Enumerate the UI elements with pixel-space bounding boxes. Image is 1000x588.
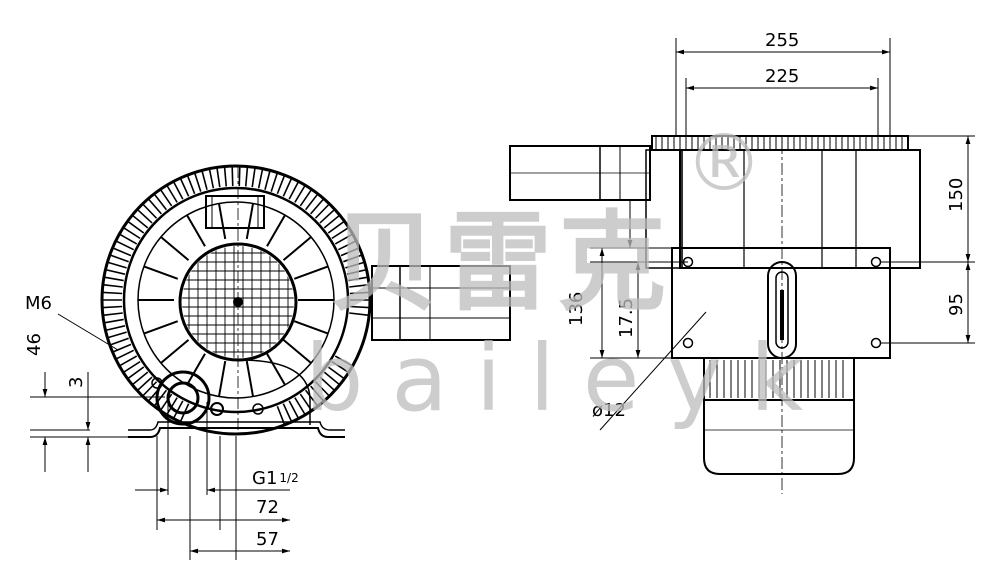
m6-label: M6 [25,293,52,314]
watermark-cn: 贝雷克 [330,201,672,326]
watermark-en: baileyk [305,325,831,432]
height-150-label: 150 [946,178,967,212]
watermark-reg: ® [685,119,763,209]
cooling-fins [103,167,369,425]
height-17-5-label: 17.5 [616,298,637,338]
height-46-label: 46 [24,333,45,356]
width-255-label: 255 [765,30,799,51]
height-136-label: 136 [566,292,587,326]
side-view: 255 225 150 95 136 17.5 ø12 [509,30,975,494]
watermark: 贝雷克 baileyk ® [305,119,831,432]
height-3-label: 3 [66,377,87,388]
height-95-label: 95 [946,293,967,316]
diameter-12-label: ø12 [592,400,626,421]
width-72-label: 72 [256,497,279,518]
width-57-label: 57 [256,529,279,550]
width-225-label: 225 [765,66,799,87]
